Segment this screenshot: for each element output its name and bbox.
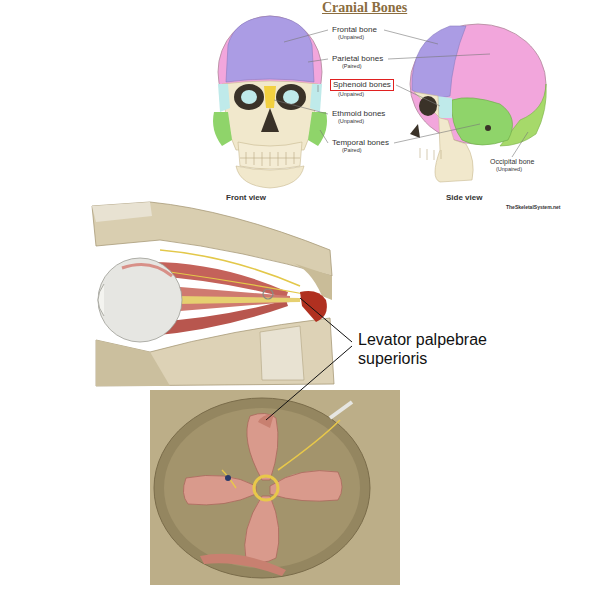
watermark: TheSkeletalSystem.net xyxy=(506,204,560,210)
side-skull xyxy=(410,24,546,182)
structure-label: Levator palpebrae superioris xyxy=(358,330,508,368)
bone-label: Temporal bones xyxy=(332,138,389,148)
sub-label: (Unpaired) xyxy=(338,118,364,125)
sub-label: (Paired) xyxy=(342,63,362,70)
orbit-sagittal xyxy=(92,202,334,386)
sub-label: (Unpaired) xyxy=(338,91,364,98)
sub-label: (Unpaired) xyxy=(338,34,364,41)
leader-lines xyxy=(266,298,352,420)
bone-label: Ethmoid bones xyxy=(332,109,385,119)
sub-label: (Paired) xyxy=(342,147,362,154)
bone-label: Occipital bone xyxy=(490,158,534,166)
title: Cranial Bones xyxy=(322,0,407,16)
view-label: Side view xyxy=(446,193,482,203)
bone-label: Sphenoid bones xyxy=(333,80,391,90)
orbit-frontal xyxy=(150,390,400,585)
bone-label: Parietal bones xyxy=(332,54,383,64)
view-label: Front view xyxy=(226,193,266,203)
highlight-box: Sphenoid bones xyxy=(330,79,394,91)
leader-lines xyxy=(274,30,528,157)
bone-label: Frontal bone xyxy=(332,25,377,35)
sub-label: (Unpaired) xyxy=(496,166,522,173)
front-skull xyxy=(213,16,327,188)
